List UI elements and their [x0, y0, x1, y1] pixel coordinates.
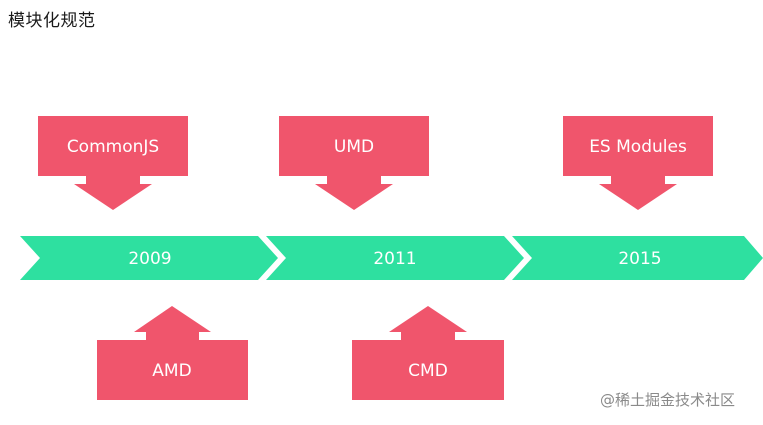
timeline-segment-2011: 2011 — [266, 236, 524, 280]
timeline-year-label: 2011 — [373, 249, 416, 269]
callout-shape — [352, 306, 504, 400]
spec-box-umd: UMD — [279, 116, 429, 210]
timeline-year-label: 2009 — [128, 249, 171, 269]
spec-box-commonjs: CommonJS — [38, 116, 188, 210]
callout-shape — [563, 116, 713, 210]
spec-label: CMD — [408, 361, 448, 381]
spec-label: UMD — [334, 137, 374, 157]
spec-label: CommonJS — [67, 137, 159, 157]
chevron-shape — [20, 236, 278, 280]
spec-box-cmd: CMD — [352, 306, 504, 400]
chevron-shape — [266, 236, 524, 280]
timeline-year-label: 2015 — [618, 249, 661, 269]
spec-label: AMD — [152, 361, 191, 381]
callout-shape — [97, 306, 248, 400]
chevron-shape — [512, 236, 763, 280]
timeline-segment-2009: 2009 — [20, 236, 278, 280]
timeline-segment-2015: 2015 — [512, 236, 763, 280]
spec-box-amd: AMD — [97, 306, 248, 400]
spec-label: ES Modules — [589, 137, 687, 157]
callout-shape — [279, 116, 429, 210]
callout-shape — [38, 116, 188, 210]
page-title: 模块化规范 — [8, 11, 96, 31]
watermark: @稀土掘金技术社区 — [600, 391, 736, 409]
spec-box-es-modules: ES Modules — [563, 116, 713, 210]
